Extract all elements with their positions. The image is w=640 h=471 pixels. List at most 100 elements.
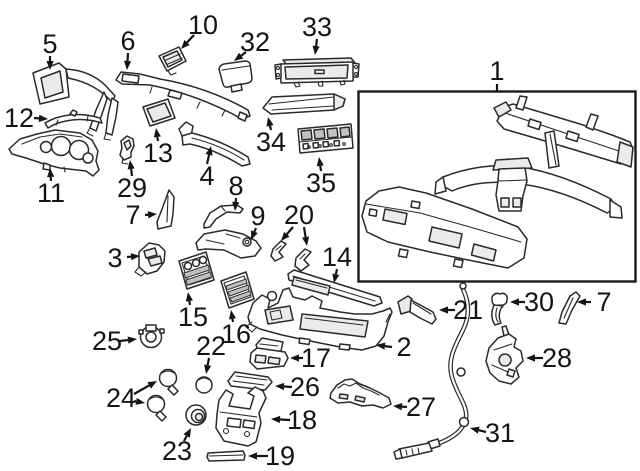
part-30-drawing — [491, 292, 508, 326]
assembly-inset-box — [357, 90, 637, 283]
callout-5-4: 5 — [42, 29, 58, 70]
callout-label-2: 2 — [396, 332, 411, 362]
part-29-drawing — [119, 135, 135, 165]
part-3-drawing — [134, 242, 166, 277]
callout-arrowhead — [123, 60, 132, 70]
callout-22-22: 22 — [196, 331, 226, 374]
callout-23-23: 23 — [162, 428, 192, 466]
part-9-drawing — [195, 229, 262, 259]
callout-label-20: 20 — [284, 200, 314, 230]
callout-35-35: 35 — [306, 157, 336, 198]
callout-arrowhead — [228, 310, 237, 320]
callout-arrowhead — [271, 415, 281, 424]
callout-label-7: 7 — [596, 287, 611, 317]
part-33-drawing — [274, 57, 360, 88]
callout-arrowhead — [147, 211, 157, 219]
callout-label-16: 16 — [221, 319, 251, 349]
callout-arrowhead — [275, 382, 285, 391]
callout-label-34: 34 — [256, 127, 286, 157]
part-27-drawing — [329, 378, 392, 409]
callout-leader-line — [268, 125, 273, 131]
callout-leader-line — [130, 168, 134, 177]
part-18-drawing — [215, 386, 267, 447]
callout-arrowhead — [290, 354, 299, 362]
callout-label-1: 1 — [489, 56, 504, 86]
callout-arrowhead — [266, 117, 274, 127]
callout-7-6: 7 — [125, 200, 157, 230]
callout-arrowhead — [47, 168, 55, 178]
callout-26-26: 26 — [275, 372, 320, 402]
callout-9-9: 9 — [250, 201, 266, 240]
callout-leader-line — [384, 345, 393, 349]
callout-label-35: 35 — [306, 168, 336, 198]
callout-label-8: 8 — [228, 171, 243, 201]
callout-arrowhead — [393, 403, 403, 411]
part-24-drawing — [146, 368, 179, 422]
callout-arrowhead — [127, 336, 137, 344]
callout-leader-line — [334, 268, 339, 275]
callout-leader-line — [206, 357, 211, 366]
callout-18-18: 18 — [271, 405, 317, 435]
callout-leader-line — [286, 226, 294, 235]
callout-leader-line — [253, 227, 258, 233]
callout-34-34: 34 — [256, 117, 286, 157]
callout-label-7: 7 — [125, 200, 140, 230]
part-26-drawing — [227, 371, 273, 391]
callout-arrowhead — [376, 342, 386, 350]
callout-arrowhead — [181, 39, 190, 49]
part-25-drawing — [138, 324, 165, 349]
callout-label-5: 5 — [42, 29, 57, 59]
callout-arrowhead — [38, 114, 48, 122]
callout-6-5: 6 — [120, 26, 136, 70]
callout-leader-line — [205, 154, 211, 165]
callout-20-20: 20 — [281, 200, 314, 246]
callout-arrowhead — [577, 298, 586, 306]
part-28-drawing — [485, 325, 524, 385]
callout-arrowhead — [312, 45, 320, 55]
callout-leader-line — [156, 136, 160, 142]
callout-16-16: 16 — [221, 310, 251, 349]
callout-leader-line — [133, 384, 150, 395]
part-12-drawing — [44, 109, 103, 129]
part-2-drawing — [245, 287, 393, 351]
callout-12-12: 12 — [4, 103, 48, 133]
callout-arrowhead — [470, 426, 480, 434]
part-11-drawing — [8, 129, 100, 177]
part-7-right-drawing — [558, 291, 581, 325]
callout-31-31: 31 — [470, 418, 515, 448]
callout-label-11: 11 — [37, 178, 65, 208]
part-6-drawing — [115, 71, 251, 122]
callout-arrowhead — [526, 354, 535, 362]
callout-17-17: 17 — [290, 343, 331, 373]
callout-arrowhead — [316, 157, 324, 167]
callout-label-12: 12 — [4, 103, 34, 133]
callout-leader-line — [279, 418, 291, 422]
callout-label-10: 10 — [188, 10, 218, 40]
callout-28-28: 28 — [526, 343, 572, 373]
callout-arrowhead — [281, 231, 290, 241]
part-21-drawing — [397, 295, 437, 325]
part-8-drawing — [203, 204, 244, 229]
callout-label-18: 18 — [287, 405, 317, 435]
callout-arrowhead — [302, 236, 310, 246]
part-13-drawing — [142, 98, 176, 127]
part-22-drawing — [195, 376, 213, 394]
part-23-drawing — [185, 404, 207, 426]
callout-leader-line — [119, 338, 129, 343]
part-31-drawing — [393, 282, 471, 460]
callout-33-33: 33 — [302, 12, 332, 55]
callout-label-9: 9 — [250, 201, 265, 231]
callout-arrowhead — [130, 253, 140, 261]
callout-29-29: 29 — [117, 160, 147, 203]
part-10-drawing — [158, 46, 187, 76]
callout-leader-line — [231, 318, 235, 323]
callout-10-10: 10 — [181, 10, 218, 49]
callout-label-25: 25 — [92, 326, 122, 356]
callout-label-32: 32 — [240, 27, 270, 57]
callout-arrowhead — [204, 364, 212, 374]
callout-8-8: 8 — [228, 171, 244, 211]
callout-arrowhead — [185, 292, 193, 302]
